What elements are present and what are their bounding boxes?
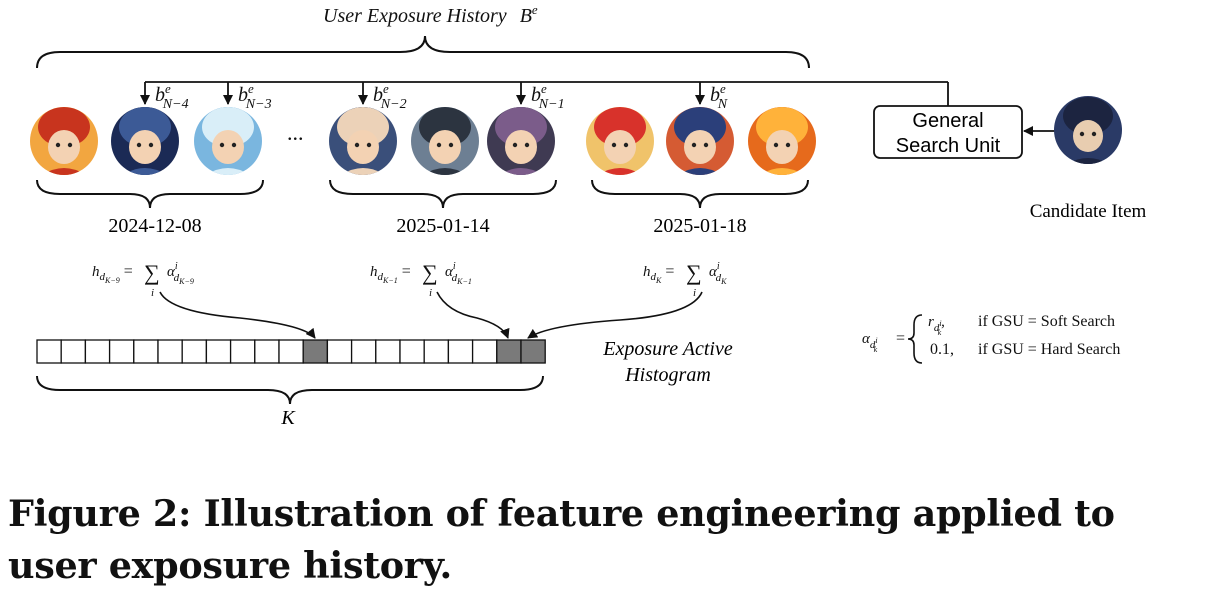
- fire-girl-avatar-icon: [748, 107, 816, 175]
- date-label-2: 2025-01-14: [396, 215, 489, 237]
- levi-avatar-icon: [411, 107, 479, 175]
- luffy-avatar-icon: [586, 107, 654, 175]
- svg-text:hdK=: hdK=: [643, 263, 674, 285]
- date-label-1: 2024-12-08: [108, 215, 201, 237]
- histogram-cell: [375, 339, 401, 364]
- histogram-cell: [326, 339, 353, 364]
- naruto-avatar-icon: [30, 107, 98, 175]
- curve-arrow-3: [527, 291, 703, 339]
- histogram-cell: [278, 339, 304, 364]
- histogram-cell: [133, 339, 159, 364]
- histogram-cell: [399, 339, 425, 364]
- conan-candidate-avatar-icon: [1054, 96, 1122, 164]
- item-avatars: [30, 107, 816, 175]
- svg-text:if GSU = Soft Search: if GSU = Soft Search: [978, 313, 1115, 330]
- histogram-cell: [254, 339, 280, 364]
- histogram-label-line1: Exposure Active: [602, 338, 733, 360]
- figure-caption: Figure 2: Illustration of feature engine…: [8, 492, 1115, 587]
- svg-text:=: =: [896, 330, 905, 347]
- exposure-histogram: [36, 339, 546, 364]
- histogram-cell-active: [302, 339, 329, 364]
- histogram-cell: [423, 339, 450, 364]
- histogram-cell: [350, 339, 377, 364]
- group-brace-1: [36, 179, 264, 209]
- items-ellipsis: ...: [287, 120, 304, 145]
- conan-glasses-avatar-icon: [329, 107, 397, 175]
- histogram-cell: [181, 339, 208, 364]
- svg-text:hdK−1=: hdK−1=: [370, 263, 411, 285]
- svg-text:i: i: [151, 287, 154, 299]
- svg-text:∑: ∑: [422, 260, 438, 285]
- histogram-cell: [36, 339, 62, 364]
- conan-city-avatar-icon: [666, 107, 734, 175]
- svg-text:if GSU = Hard Search: if GSU = Hard Search: [978, 341, 1120, 358]
- history-brace: [36, 35, 810, 69]
- histogram-label-line2: Histogram: [624, 364, 711, 386]
- group-brace-2: [329, 179, 557, 209]
- group-brace-3: [591, 179, 809, 209]
- kid-avatar-icon: [194, 107, 262, 175]
- svg-text:∑: ∑: [144, 260, 160, 285]
- k-symbol: K: [280, 407, 296, 429]
- curve-arrow-2: [436, 291, 510, 339]
- curve-arrow-1: [159, 291, 316, 339]
- pointer-arrows: [140, 82, 705, 105]
- histogram-cell: [84, 339, 111, 364]
- histogram-cell: [229, 339, 256, 364]
- k-brace: [36, 375, 544, 405]
- gsu-box: [873, 105, 1023, 159]
- histogram-cell-active: [496, 339, 522, 364]
- histogram-cell: [471, 339, 498, 364]
- histogram-cell: [447, 339, 474, 364]
- svg-text:hdK−9=: hdK−9=: [92, 263, 133, 285]
- detective-avatar-icon: [487, 107, 555, 175]
- histogram-cell: [205, 339, 232, 364]
- gsu-label-line1: General: [912, 110, 983, 132]
- candidate-label: Candidate Item: [1030, 201, 1147, 222]
- gsu-label-line2: Search Unit: [896, 135, 1001, 157]
- conan-night-avatar-icon: [111, 107, 179, 175]
- histogram-cell-active: [520, 339, 546, 364]
- svg-text:i: i: [693, 287, 696, 299]
- svg-text:0.1,: 0.1,: [930, 341, 954, 358]
- histogram-cell: [157, 339, 183, 364]
- date-label-3: 2025-01-18: [653, 215, 746, 237]
- histogram-cell: [108, 339, 135, 364]
- histogram-cell: [60, 339, 87, 364]
- svg-text:∑: ∑: [686, 260, 702, 285]
- history-title: User Exposure History Be: [323, 2, 538, 27]
- svg-text:i: i: [429, 287, 432, 299]
